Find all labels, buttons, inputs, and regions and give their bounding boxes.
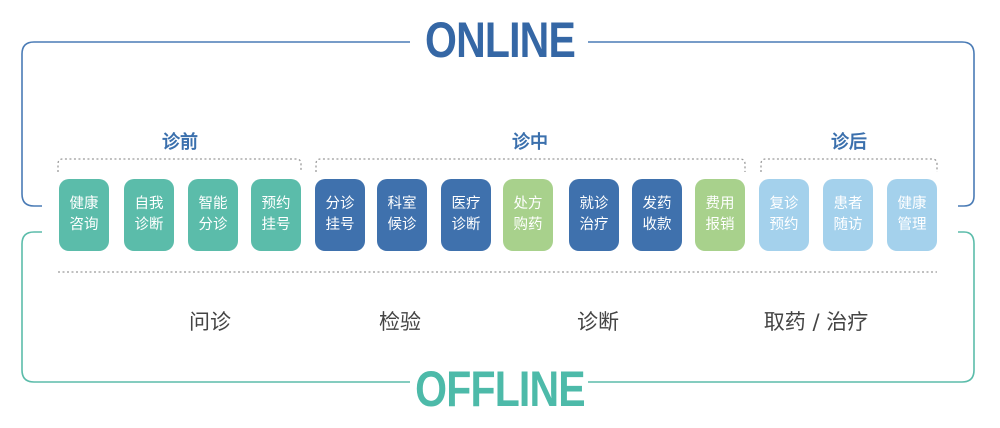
- service-box: 科室候诊: [377, 179, 427, 251]
- service-box: 预约挂号: [251, 179, 301, 251]
- service-label: 健康管理: [897, 196, 927, 233]
- offline-frame-left: [21, 231, 410, 383]
- service-label: 自我诊断: [134, 196, 164, 233]
- service-label: 费用报销: [705, 196, 735, 233]
- service-box: 发药收款: [632, 179, 682, 251]
- service-box: 费用报销: [695, 179, 745, 251]
- service-label: 分诊挂号: [325, 196, 355, 233]
- offline-step: 问诊: [189, 310, 231, 334]
- service-label: 医疗诊断: [451, 196, 481, 233]
- service-box: 患者随访: [823, 179, 873, 251]
- service-label: 智能分诊: [198, 196, 228, 233]
- online-frame-left: [21, 41, 410, 207]
- service-box: 分诊挂号: [315, 179, 365, 251]
- offline-frame-right: [588, 231, 975, 383]
- service-box: 就诊治疗: [569, 179, 619, 251]
- bracket-after: [760, 158, 938, 172]
- service-label: 就诊治疗: [579, 196, 609, 233]
- service-label: 患者随访: [833, 196, 863, 233]
- service-box: 复诊预约: [759, 179, 809, 251]
- online-title: ONLINE: [425, 12, 576, 68]
- service-box: 健康管理: [887, 179, 937, 251]
- service-box: 智能分诊: [188, 179, 238, 251]
- service-box: 医疗诊断: [441, 179, 491, 251]
- offline-title: OFFLINE: [415, 361, 585, 417]
- bracket-during: [315, 158, 746, 172]
- offline-step: 诊断: [577, 310, 619, 334]
- service-label: 预约挂号: [261, 196, 291, 233]
- offline-step: 取药 / 治疗: [763, 310, 869, 334]
- service-label: 处方购药: [513, 196, 543, 233]
- service-label: 健康咨询: [69, 196, 99, 233]
- service-label: 发药收款: [642, 196, 672, 233]
- bracket-before: [57, 158, 302, 172]
- service-label: 复诊预约: [769, 196, 799, 233]
- phase-during: 诊中: [512, 132, 548, 153]
- service-box: 健康咨询: [59, 179, 109, 251]
- phase-before: 诊前: [162, 132, 198, 153]
- service-label: 科室候诊: [387, 196, 417, 233]
- service-box: 处方购药: [503, 179, 553, 251]
- service-box: 自我诊断: [124, 179, 174, 251]
- online-frame-right: [588, 41, 975, 207]
- offline-step: 检验: [379, 310, 421, 334]
- phase-after: 诊后: [831, 132, 867, 153]
